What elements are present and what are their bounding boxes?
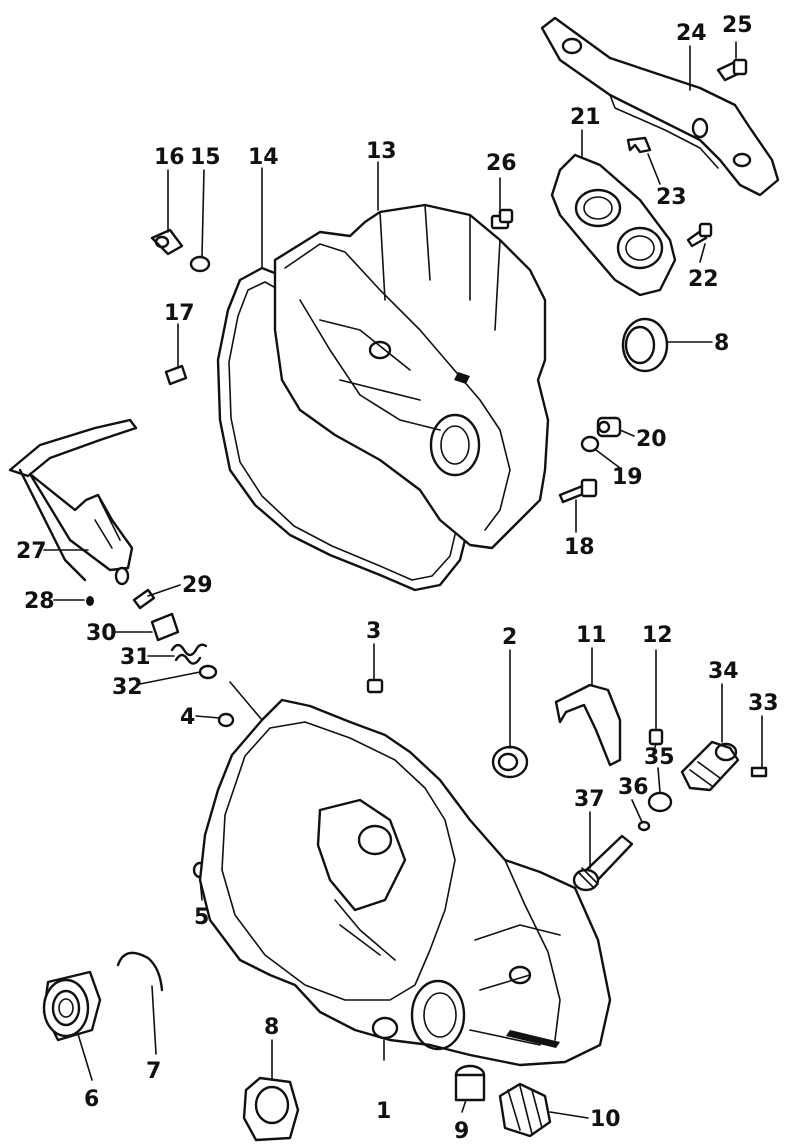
part-11-retainer <box>554 683 622 767</box>
label-3: 3 <box>366 619 381 644</box>
label-24: 24 <box>676 21 707 46</box>
part-23-clip <box>626 136 652 154</box>
label-15: 15 <box>190 145 221 170</box>
part-4-plug <box>217 712 235 728</box>
label-9: 9 <box>454 1119 469 1144</box>
label-2: 2 <box>502 625 517 650</box>
part-12-bolt <box>648 728 664 757</box>
part-2-oil-seal <box>491 745 529 779</box>
part-7-clip <box>116 951 164 992</box>
label-13: 13 <box>366 139 397 164</box>
label-8-upper: 8 <box>714 331 729 356</box>
part-26-bolt <box>490 208 514 230</box>
label-34: 34 <box>708 659 739 684</box>
label-31: 31 <box>120 645 151 670</box>
part-number-labels: 24 25 21 23 22 8 20 19 18 26 13 14 15 16… <box>16 13 779 1144</box>
part-35-washer <box>647 791 673 813</box>
part-6-release-bearing <box>42 970 102 1042</box>
label-37: 37 <box>574 787 605 812</box>
label-6: 6 <box>84 1087 99 1112</box>
leader-lines <box>43 41 763 1119</box>
label-20: 20 <box>636 427 667 452</box>
part-9-bushing <box>454 1064 486 1102</box>
label-28: 28 <box>24 589 55 614</box>
part-13-transmission-case <box>273 203 550 550</box>
part-3-plug <box>366 678 384 694</box>
label-26: 26 <box>486 151 517 176</box>
label-21: 21 <box>570 105 601 130</box>
part-27-shift-lever <box>8 418 138 586</box>
label-32: 32 <box>112 675 143 700</box>
part-8-oil-seal-upper <box>621 317 669 373</box>
label-27: 27 <box>16 539 47 564</box>
label-33: 33 <box>748 691 779 716</box>
part-15-washer <box>189 255 211 273</box>
part-19-washer <box>580 435 600 453</box>
label-23: 23 <box>656 185 687 210</box>
label-14: 14 <box>248 145 279 170</box>
part-33-key <box>750 766 768 778</box>
part-24-bracket <box>540 16 780 197</box>
part-25-bolt <box>716 58 748 82</box>
part-16-breather <box>150 228 184 256</box>
label-29: 29 <box>182 573 213 598</box>
label-30: 30 <box>86 621 117 646</box>
part-18-bolt <box>558 478 598 504</box>
label-4: 4 <box>180 705 195 730</box>
part-29-spring-pin <box>132 588 156 610</box>
label-8-lower: 8 <box>264 1015 279 1040</box>
part-31-spring <box>170 643 208 665</box>
part-8-oil-seal-lower <box>242 1076 300 1142</box>
label-35: 35 <box>644 745 675 770</box>
part-17-pin <box>164 364 188 386</box>
label-11: 11 <box>576 623 607 648</box>
label-7: 7 <box>146 1059 161 1084</box>
label-22: 22 <box>688 267 719 292</box>
part-36-clip <box>637 820 651 832</box>
part-34-speed-sensor <box>680 740 740 792</box>
label-36: 36 <box>618 775 649 800</box>
part-10-boot <box>498 1082 552 1138</box>
label-25: 25 <box>722 13 753 38</box>
label-12: 12 <box>642 623 673 648</box>
label-5: 5 <box>194 905 209 930</box>
label-1: 1 <box>376 1099 391 1124</box>
part-22-bolt <box>686 222 713 248</box>
label-10: 10 <box>590 1107 621 1132</box>
part-28-pin <box>86 596 94 606</box>
part-30-bushing <box>150 612 180 642</box>
part-20-plug <box>596 416 622 438</box>
label-16: 16 <box>154 145 185 170</box>
label-17: 17 <box>164 301 195 326</box>
label-19: 19 <box>612 465 643 490</box>
label-18: 18 <box>564 535 595 560</box>
part-1-clutch-housing <box>198 698 612 1067</box>
part-21-gasket-plate <box>550 153 677 297</box>
part-32-seal <box>198 664 218 680</box>
part-37-driven-gear <box>572 834 634 892</box>
